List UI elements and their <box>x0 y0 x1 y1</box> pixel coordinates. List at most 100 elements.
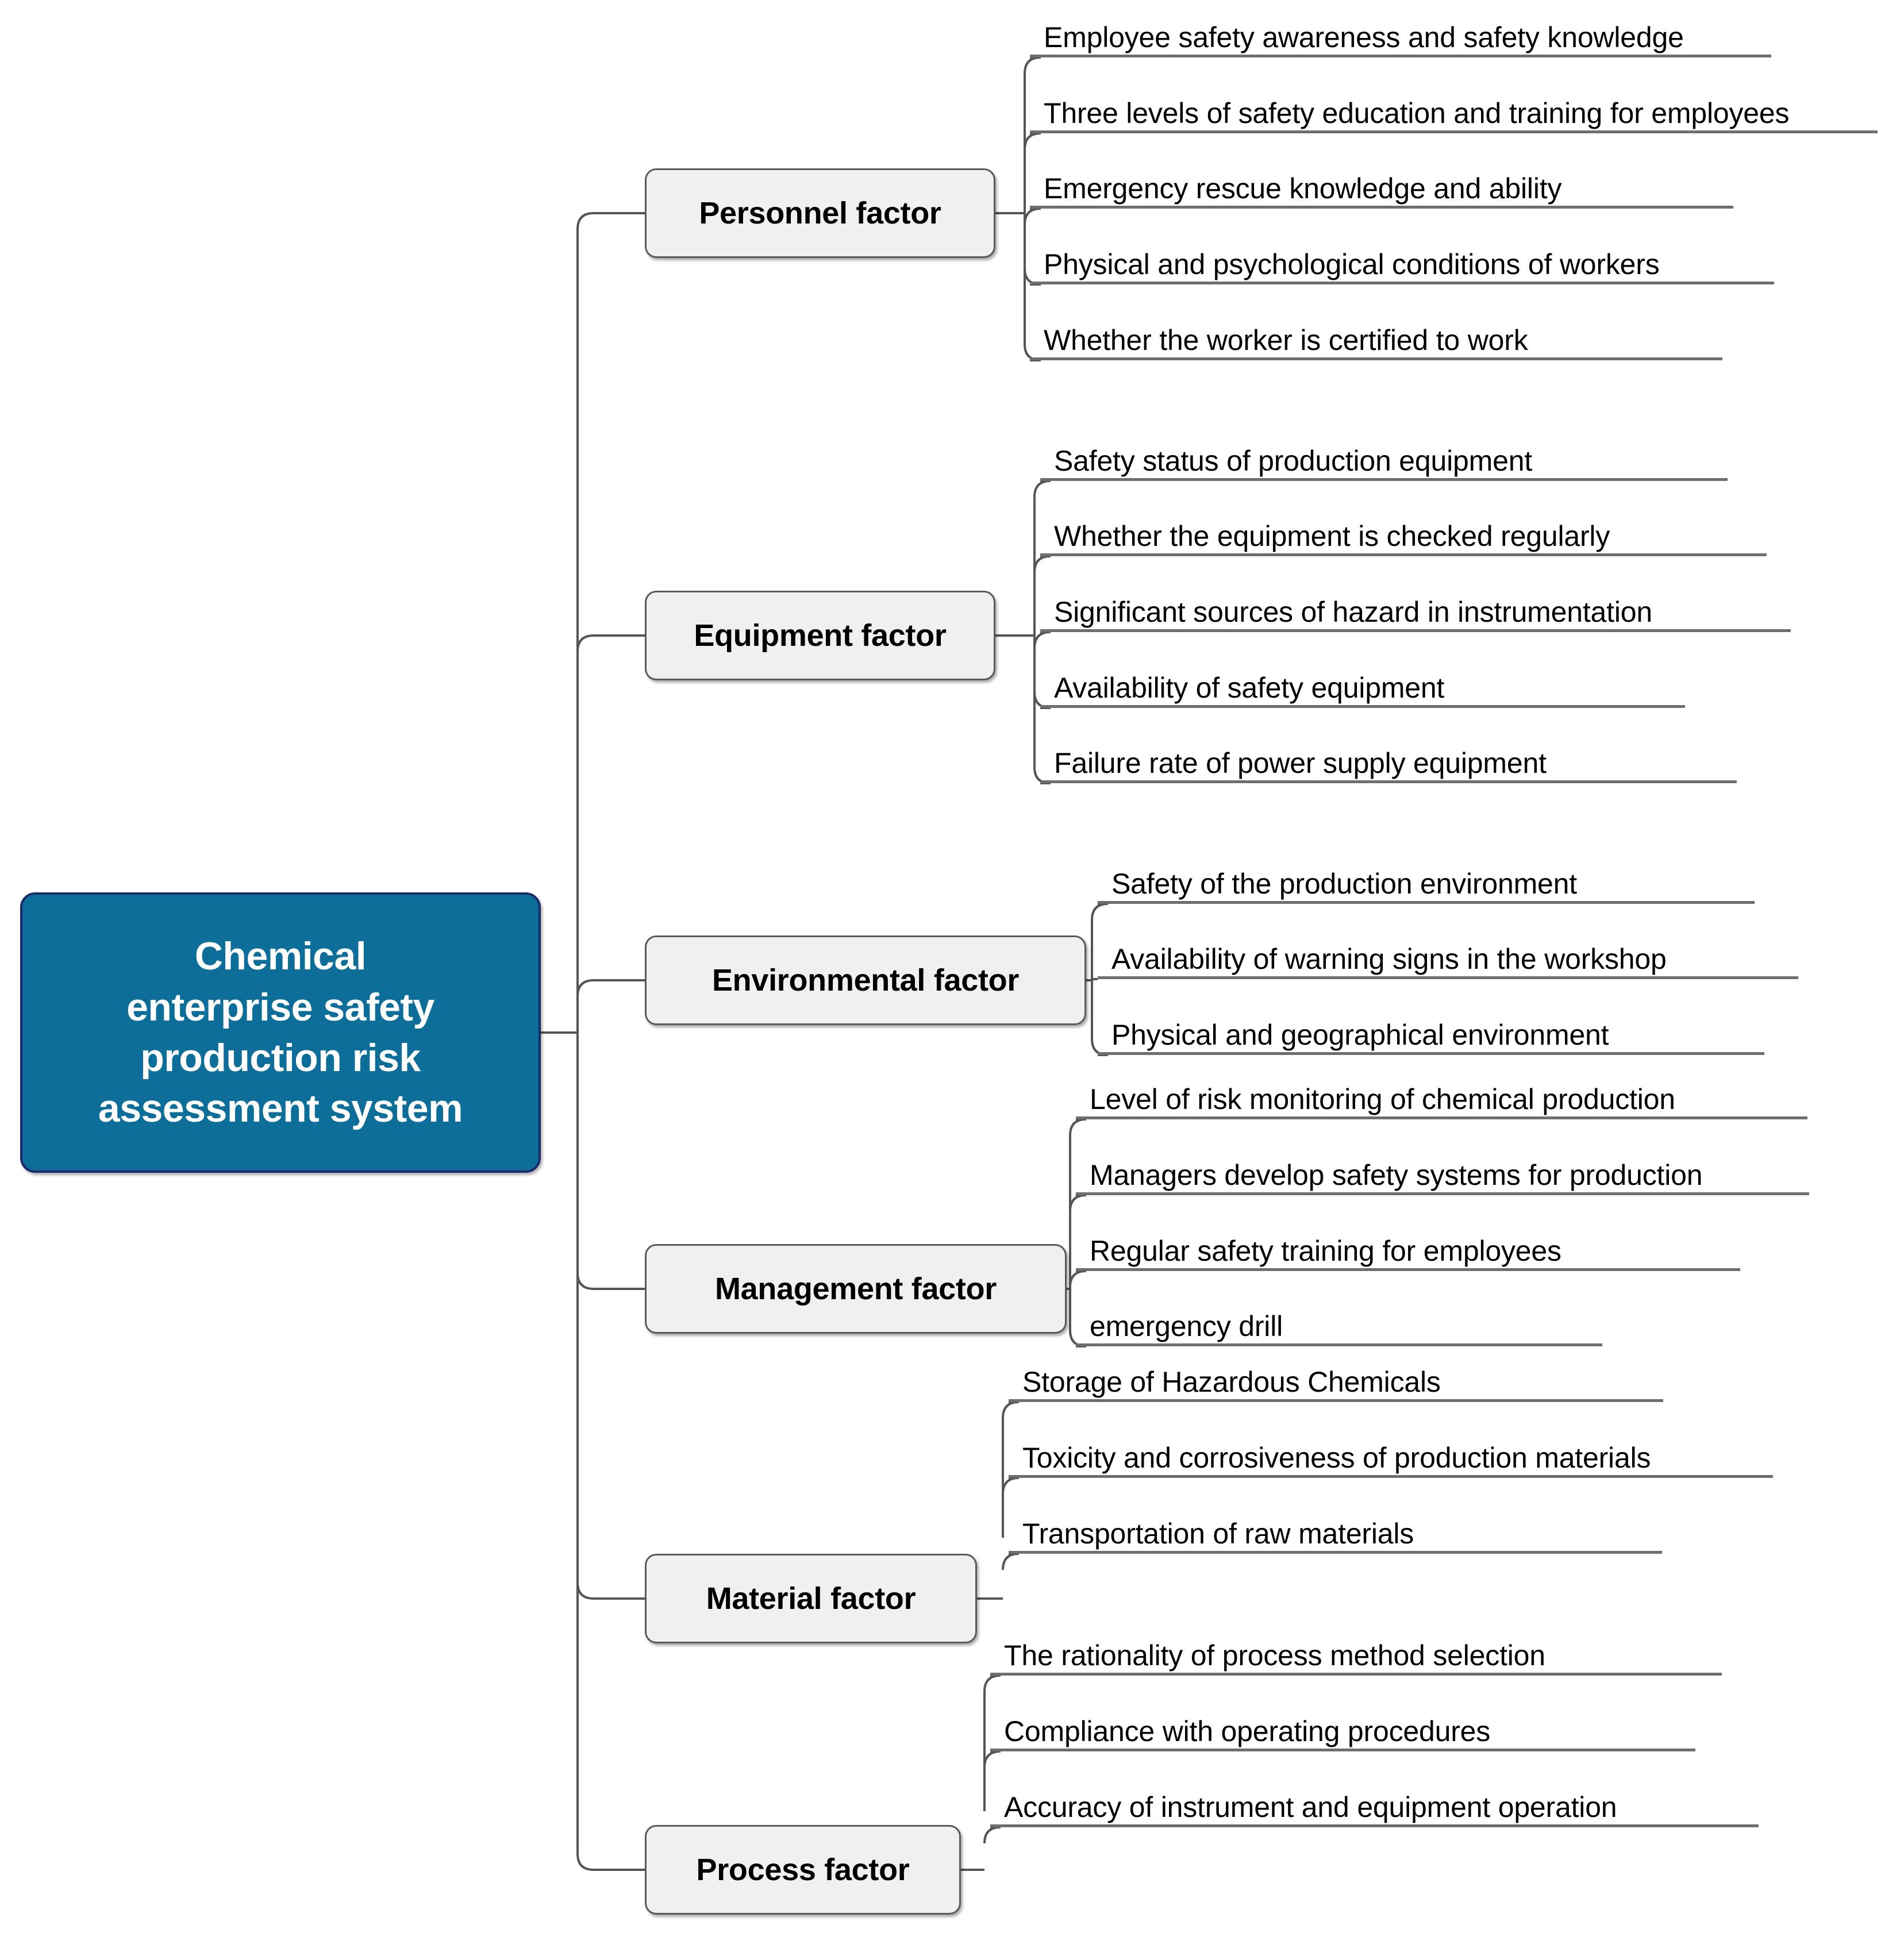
leaf-node-environmental-factor-leaf-0[interactable]: Safety of the production environment <box>1098 849 1755 904</box>
leaf-label-personnel-factor-leaf-1: Three levels of safety education and tra… <box>1044 97 1790 129</box>
leaf-node-environmental-factor-leaf-1[interactable]: Availability of warning signs in the wor… <box>1098 924 1798 979</box>
connector-management-factor-leaf-2 <box>1069 1270 1087 1288</box>
leaf-label-material-factor-leaf-2: Transportation of raw materials <box>1022 1518 1414 1550</box>
leaf-rule-management-factor-leaf-3 <box>1076 1343 1602 1346</box>
leaf-rule-process-factor-leaf-2 <box>990 1824 1759 1827</box>
leaf-label-environmental-factor-leaf-1: Availability of warning signs in the wor… <box>1111 943 1667 975</box>
leaf-node-personnel-factor-leaf-1[interactable]: Three levels of safety education and tra… <box>1030 78 1878 133</box>
leaf-rule-management-factor-leaf-2 <box>1076 1268 1740 1271</box>
connector-process-factor-leaf-2 <box>983 1826 1001 1844</box>
leaf-label-personnel-factor-leaf-3: Physical and psychological conditions of… <box>1044 248 1660 280</box>
connector-personnel-factor-leaf-2 <box>1024 207 1041 225</box>
branch-node-management-factor[interactable]: Management factor <box>645 1244 1067 1334</box>
connector-material-factor-leaf-2 <box>1002 1553 1020 1570</box>
leaf-rule-process-factor-leaf-0 <box>990 1673 1722 1676</box>
branch-node-equipment-factor[interactable]: Equipment factor <box>645 591 995 680</box>
leaf-label-environmental-factor-leaf-0: Safety of the production environment <box>1111 868 1577 900</box>
connector-spine-to-management-factor <box>576 1272 645 1290</box>
leaf-label-equipment-factor-leaf-0: Safety status of production equipment <box>1054 445 1533 477</box>
connector-equipment-factor-leaf-1 <box>1033 555 1051 573</box>
leaf-rule-material-factor-leaf-1 <box>1009 1475 1773 1478</box>
leaf-label-personnel-factor-leaf-2: Emergency rescue knowledge and ability <box>1044 172 1562 205</box>
leaf-label-material-factor-leaf-0: Storage of Hazardous Chemicals <box>1022 1366 1441 1398</box>
branch-label-environmental-factor: Environmental factor <box>711 963 1020 998</box>
branch-label-equipment-factor: Equipment factor <box>694 618 947 653</box>
branch-node-process-factor[interactable]: Process factor <box>645 1825 961 1915</box>
connector-environmental-factor-leaf-0 <box>1091 903 1109 921</box>
branch-node-material-factor[interactable]: Material factor <box>645 1554 977 1643</box>
leaf-rule-material-factor-leaf-0 <box>1009 1399 1663 1402</box>
leaf-rule-personnel-factor-leaf-0 <box>1030 55 1771 57</box>
leaf-label-material-factor-leaf-1: Toxicity and corrosiveness of production… <box>1022 1442 1651 1474</box>
leaf-node-personnel-factor-leaf-3[interactable]: Physical and psychological conditions of… <box>1030 229 1774 284</box>
leaf-node-process-factor-leaf-2[interactable]: Accuracy of instrument and equipment ope… <box>990 1772 1759 1827</box>
leaf-label-management-factor-leaf-3: emergency drill <box>1090 1310 1283 1342</box>
leaf-label-equipment-factor-leaf-2: Significant sources of hazard in instrum… <box>1054 596 1652 628</box>
leaf-rule-equipment-factor-leaf-3 <box>1040 705 1685 708</box>
leaf-node-management-factor-leaf-0[interactable]: Level of risk monitoring of chemical pro… <box>1076 1064 1807 1119</box>
leaf-node-process-factor-leaf-0[interactable]: The rationality of process method select… <box>990 1620 1722 1676</box>
leaf-label-personnel-factor-leaf-4: Whether the worker is certified to work <box>1044 324 1528 356</box>
leaf-node-process-factor-leaf-1[interactable]: Compliance with operating procedures <box>990 1696 1695 1751</box>
leaf-label-management-factor-leaf-1: Managers develop safety systems for prod… <box>1090 1159 1703 1191</box>
connector-material-factor-leaf-1 <box>1002 1477 1020 1495</box>
connector-spine-to-material-factor <box>576 1582 645 1600</box>
leaf-node-equipment-factor-leaf-3[interactable]: Availability of safety equipment <box>1040 653 1685 708</box>
connector-spine-to-personnel-factor <box>576 212 645 230</box>
leaf-label-environmental-factor-leaf-2: Physical and geographical environment <box>1111 1019 1609 1051</box>
leaf-rule-personnel-factor-leaf-2 <box>1030 206 1733 209</box>
leaf-label-process-factor-leaf-0: The rationality of process method select… <box>1004 1639 1545 1672</box>
leaf-rule-equipment-factor-leaf-4 <box>1040 780 1737 783</box>
connector-personnel-factor-leaf-0 <box>1024 56 1041 74</box>
leaf-label-equipment-factor-leaf-1: Whether the equipment is checked regular… <box>1054 520 1610 552</box>
leaf-label-process-factor-leaf-1: Compliance with operating procedures <box>1004 1715 1491 1747</box>
leaf-rule-personnel-factor-leaf-1 <box>1030 130 1878 133</box>
leaf-node-equipment-factor-leaf-2[interactable]: Significant sources of hazard in instrum… <box>1040 577 1791 632</box>
leaf-node-equipment-factor-leaf-4[interactable]: Failure rate of power supply equipment <box>1040 728 1737 783</box>
leaf-node-management-factor-leaf-3[interactable]: emergency drill <box>1076 1291 1602 1346</box>
leaf-rule-environmental-factor-leaf-0 <box>1098 901 1755 904</box>
connector-equipment-factor-leaf-0 <box>1033 480 1051 498</box>
branch-node-environmental-factor[interactable]: Environmental factor <box>645 935 1086 1025</box>
connector-process-factor-leaf-0 <box>983 1674 1001 1692</box>
leaf-label-process-factor-leaf-2: Accuracy of instrument and equipment ope… <box>1004 1791 1617 1823</box>
leaf-rule-personnel-factor-leaf-3 <box>1030 282 1774 284</box>
branch-node-personnel-factor[interactable]: Personnel factor <box>645 168 995 258</box>
leaf-node-management-factor-leaf-1[interactable]: Managers develop safety systems for prod… <box>1076 1140 1809 1195</box>
leaf-node-material-factor-leaf-0[interactable]: Storage of Hazardous Chemicals <box>1009 1347 1663 1402</box>
leaf-rule-management-factor-leaf-0 <box>1076 1116 1807 1119</box>
leaf-label-personnel-factor-leaf-0: Employee safety awareness and safety kno… <box>1044 21 1684 53</box>
leaf-rule-management-factor-leaf-1 <box>1076 1192 1809 1195</box>
leaf-node-material-factor-leaf-2[interactable]: Transportation of raw materials <box>1009 1499 1662 1554</box>
branch-label-material-factor: Material factor <box>706 1581 916 1616</box>
leaf-node-equipment-factor-leaf-1[interactable]: Whether the equipment is checked regular… <box>1040 501 1767 556</box>
leaf-node-personnel-factor-leaf-0[interactable]: Employee safety awareness and safety kno… <box>1030 2 1771 57</box>
leaf-node-equipment-factor-leaf-0[interactable]: Safety status of production equipment <box>1040 426 1728 481</box>
leaf-rule-equipment-factor-leaf-2 <box>1040 629 1791 632</box>
leaf-rule-environmental-factor-leaf-1 <box>1098 976 1798 979</box>
leaf-label-management-factor-leaf-2: Regular safety training for employees <box>1090 1235 1561 1267</box>
leaf-label-equipment-factor-leaf-4: Failure rate of power supply equipment <box>1054 747 1547 779</box>
connector-spine-to-equipment-factor <box>576 634 645 652</box>
leaf-rule-process-factor-leaf-1 <box>990 1749 1695 1751</box>
connector-spine-to-process-factor <box>576 1853 645 1871</box>
connector-management-factor-leaf-0 <box>1069 1118 1087 1136</box>
leaf-rule-equipment-factor-leaf-1 <box>1040 553 1767 556</box>
branch-label-process-factor: Process factor <box>696 1853 910 1887</box>
leaf-node-management-factor-leaf-2[interactable]: Regular safety training for employees <box>1076 1216 1740 1271</box>
connector-process-factor-leaf-1 <box>983 1750 1001 1768</box>
connector-management-factor-leaf-1 <box>1069 1194 1087 1212</box>
leaf-node-environmental-factor-leaf-2[interactable]: Physical and geographical environment <box>1098 1000 1764 1055</box>
leaf-node-material-factor-leaf-1[interactable]: Toxicity and corrosiveness of production… <box>1009 1423 1773 1478</box>
branch-label-management-factor: Management factor <box>715 1272 997 1306</box>
leaf-rule-environmental-factor-leaf-2 <box>1098 1052 1764 1055</box>
leaf-rule-personnel-factor-leaf-4 <box>1030 357 1722 360</box>
connector-equipment-factor-leaf-2 <box>1033 631 1051 649</box>
leaf-node-personnel-factor-leaf-2[interactable]: Emergency rescue knowledge and ability <box>1030 153 1733 209</box>
connector-personnel-factor-leaf-1 <box>1024 132 1041 150</box>
branch-label-personnel-factor: Personnel factor <box>699 196 941 230</box>
leaf-node-personnel-factor-leaf-4[interactable]: Whether the worker is certified to work <box>1030 305 1722 360</box>
